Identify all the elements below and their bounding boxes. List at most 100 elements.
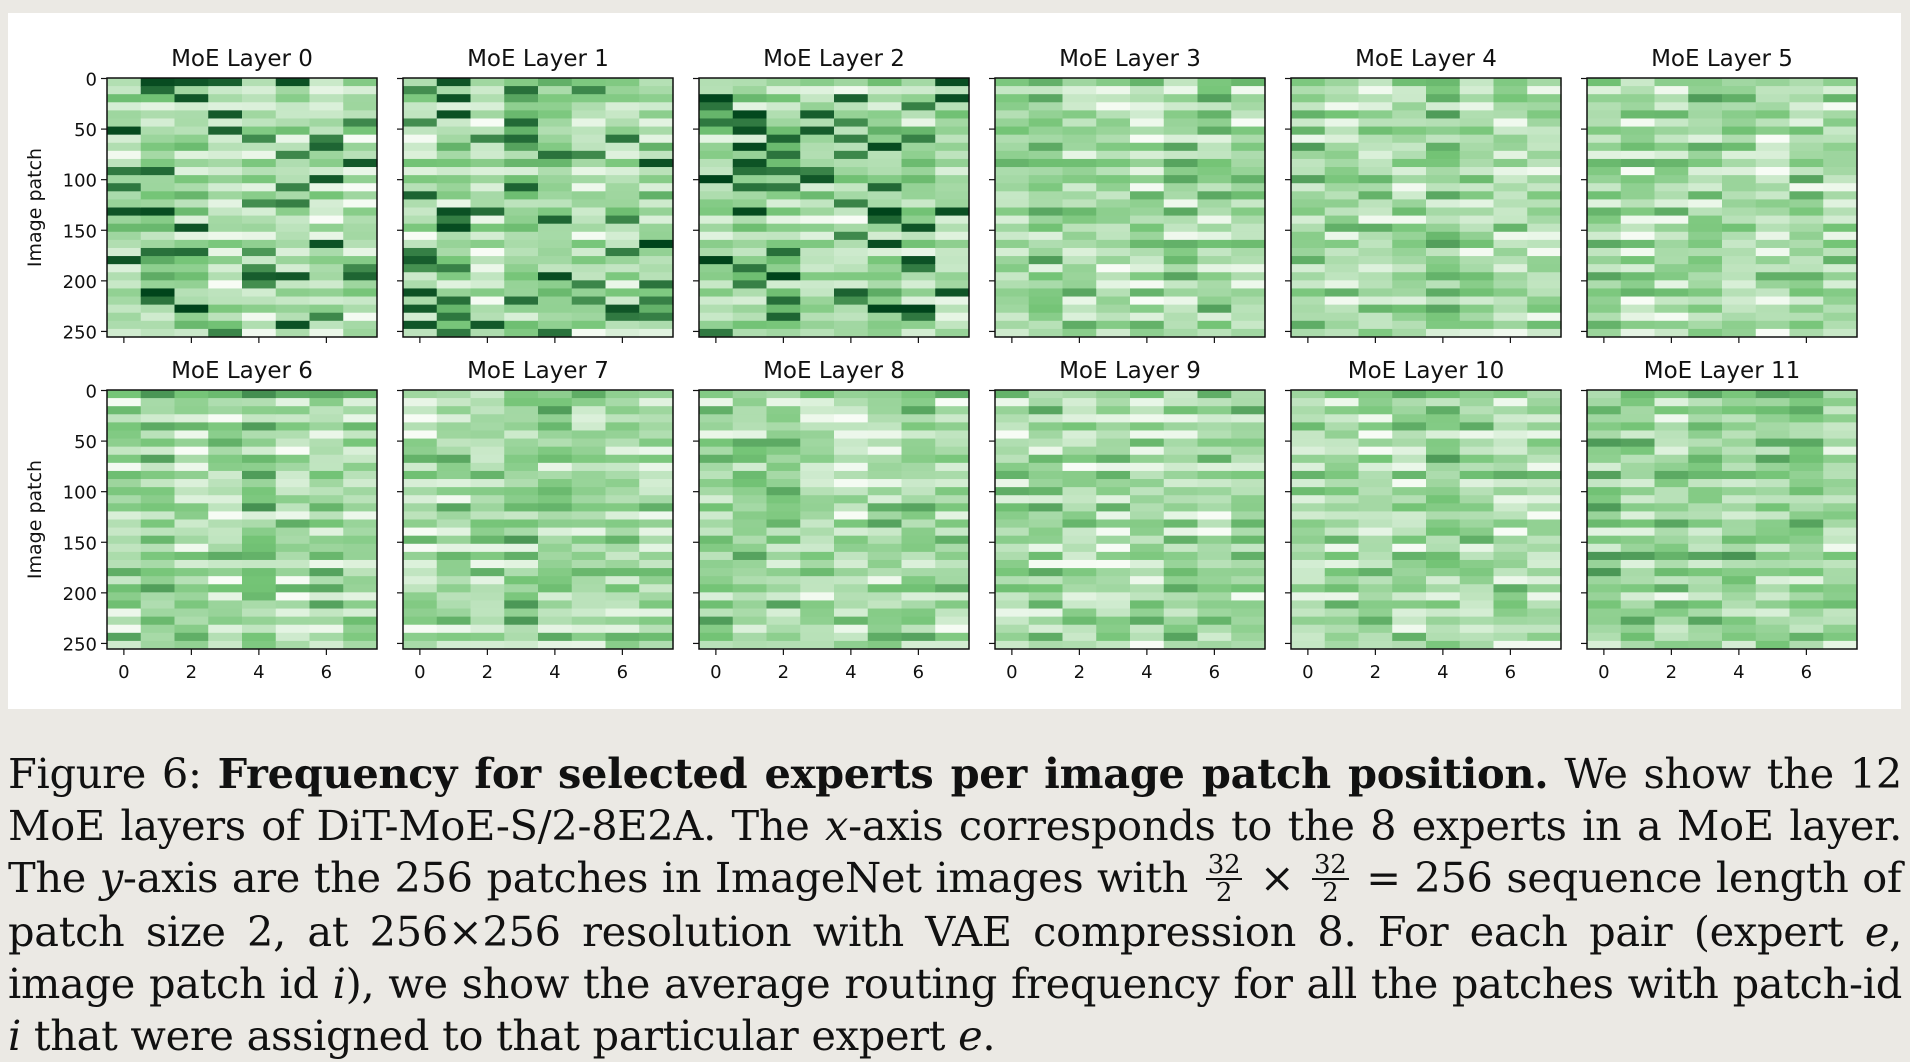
- heatmap-cell: [309, 134, 344, 144]
- heatmap-cell: [275, 102, 311, 111]
- heatmap-cell: [1028, 551, 1064, 561]
- heatmap-cell: [1527, 487, 1562, 496]
- heatmap-cell: [699, 134, 734, 144]
- heatmap-cell: [995, 126, 1030, 136]
- heatmap-cell: [639, 430, 674, 440]
- heatmap-cell: [867, 231, 903, 241]
- heatmap-cell: [1493, 247, 1528, 257]
- heatmap-cell: [1789, 102, 1824, 111]
- heatmap-cell: [470, 519, 505, 529]
- heatmap-cell: [1062, 559, 1097, 569]
- heatmap-cell: [1163, 624, 1199, 634]
- heatmap-cell: [699, 600, 734, 610]
- heatmap-cell: [403, 231, 438, 241]
- heatmap-cell: [343, 183, 378, 192]
- heatmap-cell: [1654, 438, 1689, 448]
- heatmap-cell: [1130, 527, 1165, 537]
- heatmap-cell: [1654, 487, 1689, 496]
- heatmap-cell: [699, 495, 734, 504]
- heatmap-cell: [867, 470, 903, 480]
- heatmap-cell: [1291, 503, 1326, 512]
- heatmap-cell: [1291, 256, 1326, 265]
- heatmap-cell: [1823, 559, 1858, 569]
- heatmap-cell: [935, 191, 970, 200]
- heatmap-cell: [1324, 264, 1360, 273]
- heatmap-cell: [538, 118, 573, 128]
- heatmap-cell: [1062, 150, 1097, 160]
- heatmap-cell: [766, 280, 801, 290]
- heatmap-cell: [901, 118, 936, 128]
- heatmap-cell: [1130, 328, 1165, 338]
- heatmap-cell: [1426, 296, 1461, 306]
- caption-var-y: y: [99, 853, 123, 902]
- heatmap-cell: [732, 462, 768, 472]
- heatmap-cell: [208, 288, 243, 298]
- heatmap-cell: [174, 559, 209, 569]
- heatmap-cell: [1654, 280, 1689, 290]
- heatmap-cell: [766, 272, 801, 281]
- heatmap-cell: [867, 624, 903, 634]
- heatmap-cell: [1459, 414, 1495, 423]
- heatmap-cell: [1789, 398, 1824, 407]
- heatmap-cell: [538, 543, 573, 553]
- heatmap-cell: [901, 78, 936, 87]
- heatmap-cell: [639, 406, 674, 415]
- heatmap-cell: [901, 559, 936, 569]
- heatmap-cell: [605, 312, 640, 322]
- fraction-numerator: 32: [1312, 849, 1349, 880]
- heatmap-cell: [1654, 430, 1689, 440]
- heatmap-cell: [766, 592, 801, 602]
- heatmap-cell: [732, 503, 768, 512]
- heatmap-cell: [1324, 110, 1360, 120]
- heatmap-cell: [1358, 503, 1393, 512]
- heatmap-cell: [639, 280, 674, 290]
- heatmap-cell: [1722, 495, 1757, 504]
- heatmap-cell: [867, 264, 903, 273]
- heatmap-cell: [1755, 328, 1791, 338]
- heatmap-cell: [1587, 312, 1622, 322]
- heatmap-cell: [140, 272, 176, 281]
- heatmap-cell: [1722, 398, 1757, 407]
- heatmap-cell: [242, 199, 277, 209]
- heatmap-cell: [1197, 592, 1232, 602]
- heatmap-cell: [1324, 479, 1360, 488]
- heatmap-cell: [1493, 406, 1528, 415]
- x-tick-label: 0: [710, 662, 721, 683]
- heatmap-cell: [1688, 551, 1723, 561]
- heatmap-cell: [1096, 568, 1131, 577]
- heatmap-cell: [867, 94, 903, 103]
- heatmap-cell: [1459, 126, 1495, 136]
- heatmap-cell: [309, 568, 344, 577]
- heatmap-cell: [935, 102, 970, 111]
- heatmap-cell: [1324, 592, 1360, 602]
- heatmap-cell: [1197, 608, 1232, 618]
- heatmap-cell: [1688, 422, 1723, 432]
- heatmap-cell: [1358, 616, 1393, 626]
- heatmap-cell: [571, 134, 607, 144]
- heatmap-cell: [800, 86, 835, 95]
- heatmap-cell: [1493, 487, 1528, 496]
- x-tick-label: 4: [1437, 662, 1448, 683]
- heatmap-cell: [1755, 543, 1791, 553]
- heatmap-cell: [800, 264, 835, 273]
- heatmap-cell: [732, 430, 768, 440]
- heatmap-cell: [1755, 454, 1791, 464]
- heatmap-cell: [140, 568, 176, 577]
- heatmap-cell: [639, 199, 674, 209]
- heatmap-cell: [1587, 632, 1622, 642]
- heatmap-cell: [639, 215, 674, 225]
- heatmap-cell: [639, 296, 674, 306]
- heatmap-cell: [766, 199, 801, 209]
- heatmap-cell: [1426, 616, 1461, 626]
- heatmap-cell: [343, 215, 378, 225]
- heatmap-cell: [995, 256, 1030, 265]
- heatmap-cell: [800, 487, 835, 496]
- heatmap-cell: [1789, 215, 1824, 225]
- heatmap-cell: [403, 406, 438, 415]
- heatmap-cell: [275, 296, 311, 306]
- heatmap-cell: [504, 438, 539, 448]
- heatmap-cell: [174, 632, 209, 642]
- heatmap-cell: [1291, 519, 1326, 529]
- panel-frame: [1586, 389, 1858, 650]
- x-tick-label: 2: [186, 662, 197, 683]
